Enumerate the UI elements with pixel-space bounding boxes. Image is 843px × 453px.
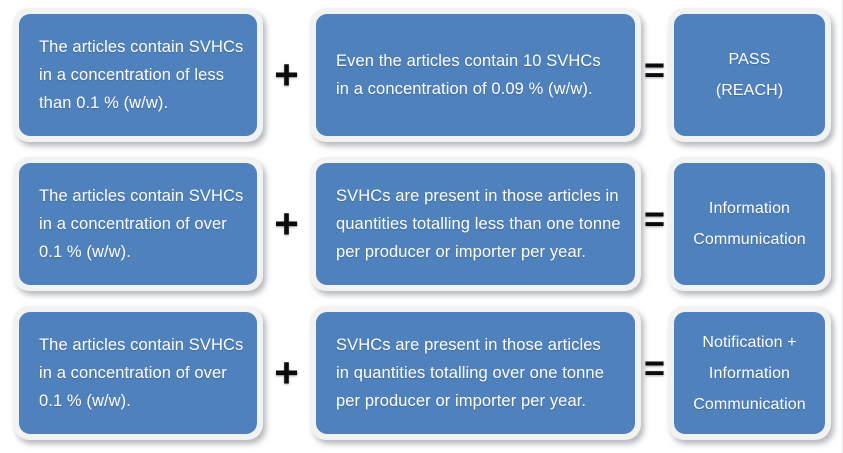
page-edge-divider (841, 0, 843, 453)
condition-box-row-2[interactable]: The articles contain SVHCs in a concentr… (13, 157, 263, 291)
condition-line: The articles contain SVHCs (39, 187, 244, 205)
outcome-line: Notification + (702, 333, 797, 351)
outcome-line: Information (708, 200, 791, 217)
outcome-box-row-1[interactable]: PASS (REACH) (668, 8, 831, 142)
quantity-line: SVHCs are present in those articles in (336, 187, 619, 205)
condition-line: The articles contain SVHCs (39, 38, 244, 56)
outcome-line: (REACH) (715, 82, 784, 99)
diagram-row-1: The articles contain SVHCs in a concentr… (0, 8, 843, 142)
quantity-box-row-2-content: SVHCs are present in those articles in q… (316, 163, 635, 285)
quantity-line: in quantities totalling over one tonne (336, 364, 604, 382)
condition-line: in a concentration of over (39, 215, 227, 233)
condition-line: 0.1 % (w/w). (39, 392, 131, 410)
outcome-box-row-2[interactable]: Information Communication (668, 157, 831, 291)
outcome-box-row-1-content: PASS (REACH) (674, 14, 825, 136)
diagram-row-2: The articles contain SVHCs in a concentr… (0, 157, 843, 291)
plus-operator-icon: + (274, 349, 299, 396)
condition-line: The articles contain SVHCs (39, 336, 244, 354)
quantity-box-row-3-content: SVHCs are present in those articles in q… (316, 312, 635, 434)
quantity-line: Even the articles contain 10 SVHCs (336, 52, 601, 70)
quantity-box-row-2[interactable]: SVHCs are present in those articles in q… (310, 157, 641, 291)
plus-operator-icon: + (274, 51, 299, 98)
condition-line: 0.1 % (w/w). (39, 243, 131, 261)
quantity-line: per producer or importer per year. (336, 392, 587, 410)
condition-line: in a concentration of over (39, 364, 227, 382)
condition-box-row-1-content: The articles contain SVHCs in a concentr… (19, 14, 257, 136)
quantity-line: SVHCs are present in those articles (336, 336, 601, 354)
quantity-box-row-1-content: Even the articles contain 10 SVHCs in a … (316, 14, 635, 136)
outcome-box-row-3-content: Notification + Information Communication (674, 312, 825, 434)
plus-operator-icon: + (274, 200, 299, 247)
quantity-line: in a concentration of 0.09 % (w/w). (336, 80, 593, 98)
condition-box-row-3[interactable]: The articles contain SVHCs in a concentr… (13, 306, 263, 440)
outcome-line: PASS (728, 51, 771, 68)
equals-operator-icon: = (643, 347, 666, 388)
condition-line: than 0.1 % (w/w). (39, 94, 169, 112)
outcome-box-row-3[interactable]: Notification + Information Communication (668, 306, 831, 440)
quantity-line: quantities totalling less than one tonne (336, 215, 621, 233)
quantity-line: per producer or importer per year. (336, 243, 587, 261)
equals-operator-icon: = (643, 49, 666, 90)
condition-line: in a concentration of less (39, 66, 225, 84)
outcome-line: Information (708, 364, 791, 382)
quantity-box-row-1[interactable]: Even the articles contain 10 SVHCs in a … (310, 8, 641, 142)
condition-box-row-3-content: The articles contain SVHCs in a concentr… (19, 312, 257, 434)
outcome-line: Communication (693, 395, 806, 413)
condition-box-row-1[interactable]: The articles contain SVHCs in a concentr… (13, 8, 263, 142)
outcome-line: Communication (693, 231, 806, 248)
quantity-box-row-3[interactable]: SVHCs are present in those articles in q… (310, 306, 641, 440)
outcome-box-row-2-content: Information Communication (674, 163, 825, 285)
diagram-row-3: The articles contain SVHCs in a concentr… (0, 306, 843, 440)
equals-operator-icon: = (643, 198, 666, 239)
condition-box-row-2-content: The articles contain SVHCs in a concentr… (19, 163, 257, 285)
